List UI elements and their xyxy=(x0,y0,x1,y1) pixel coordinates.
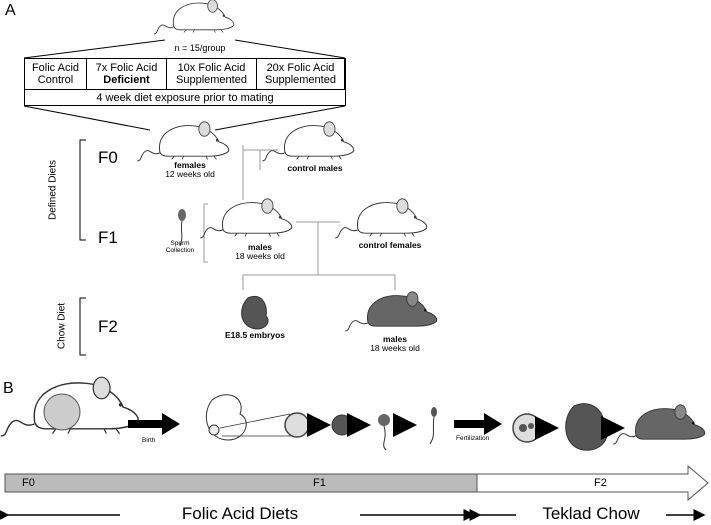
diet-cell-deficient: 7x Folic Acid Deficient xyxy=(87,59,167,89)
spermatogonia-icon xyxy=(331,414,353,436)
females-label: females 12 weeks old xyxy=(150,160,230,180)
sperm-collection-label: Sperm Collection xyxy=(162,240,198,254)
males-f1-line1: males xyxy=(247,242,273,252)
bar-label-f1: F1 xyxy=(313,477,326,489)
bar-label-f2: F2 xyxy=(594,477,607,489)
adult-mouse-f2-icon xyxy=(612,404,706,445)
diet-line2: Supplemented xyxy=(265,74,336,86)
diet-box: Folic Acid Control 7x Folic Acid Deficie… xyxy=(24,58,346,106)
embryos-label: E18.5 embryos xyxy=(224,330,285,340)
n-per-group: n = 15/group xyxy=(174,43,226,53)
female-mouse-f0-icon xyxy=(136,121,230,162)
teklad-chow-label: Teklad Chow xyxy=(516,504,666,524)
fertilization-label: Fertilization xyxy=(456,435,490,442)
embryo-b-icon xyxy=(565,403,608,451)
f2-arrow-bar xyxy=(476,464,709,502)
male-mouse-f2-icon xyxy=(344,291,438,332)
males-f2-line2: 18 weeks old xyxy=(370,343,420,354)
males-f1-line2: 18 weeks old xyxy=(235,251,285,262)
diet-line2: Control xyxy=(37,74,74,86)
females-line2: 12 weeks old xyxy=(165,169,215,180)
diet-line2: Supplemented xyxy=(176,74,247,86)
zygote-icon xyxy=(512,413,542,443)
bracket-defined-diets: Defined Diets xyxy=(47,159,59,221)
sperm-line1: Sperm xyxy=(170,240,190,247)
sperm-b-icon xyxy=(429,407,437,445)
oocyte-icon xyxy=(284,412,310,438)
f0-f1-bar xyxy=(4,473,478,493)
spermatocyte-icon xyxy=(378,414,390,451)
folic-acid-diets-label: Folic Acid Diets xyxy=(120,504,360,524)
generation-f2: F2 xyxy=(98,317,118,336)
bracket-chow-diet: Chow Diet xyxy=(56,302,68,350)
bar-label-f0: F0 xyxy=(22,477,35,489)
females-line1: females xyxy=(174,160,206,170)
control-female-mouse-icon xyxy=(334,198,428,239)
diet-line1: Folic Acid xyxy=(31,62,80,74)
diet-cell-control: Folic Acid Control xyxy=(25,59,87,89)
male-mouse-f1-icon xyxy=(199,198,293,239)
diet-cell-20x: 20x Folic Acid Supplemented xyxy=(257,59,345,89)
generation-f0: F0 xyxy=(98,148,118,167)
panel-a-label: A xyxy=(5,2,16,19)
embryo-f2-icon xyxy=(241,296,269,330)
control-males-label: control males xyxy=(287,163,343,173)
generation-f1: F1 xyxy=(98,228,118,247)
birth-arrow-icon xyxy=(128,413,180,435)
birth-label: Birth xyxy=(142,437,156,444)
males-f2-line1: males xyxy=(382,334,408,344)
control-females-label: control females xyxy=(358,240,422,250)
diet-line1: 10x Folic Acid xyxy=(177,62,246,74)
pup-icon xyxy=(205,394,247,441)
diet-line2: Deficient xyxy=(103,74,150,86)
sperm-line2: Collection xyxy=(165,247,195,255)
mouse-top-icon xyxy=(153,0,235,35)
diet-cell-10x: 10x Folic Acid Supplemented xyxy=(167,59,257,89)
sperm-icon xyxy=(178,209,186,247)
control-male-mouse-icon xyxy=(261,121,355,162)
panel-b-label: B xyxy=(3,380,14,397)
males-f1-label: males 18 weeks old xyxy=(220,242,300,262)
males-f2-label: males 18 weeks old xyxy=(355,334,435,354)
fertilization-arrow-icon xyxy=(454,413,502,435)
diet-line1: 20x Folic Acid xyxy=(266,62,335,74)
exposure-text: 4 week diet exposure prior to mating xyxy=(25,89,345,107)
diet-line1: 7x Folic Acid xyxy=(95,62,158,74)
